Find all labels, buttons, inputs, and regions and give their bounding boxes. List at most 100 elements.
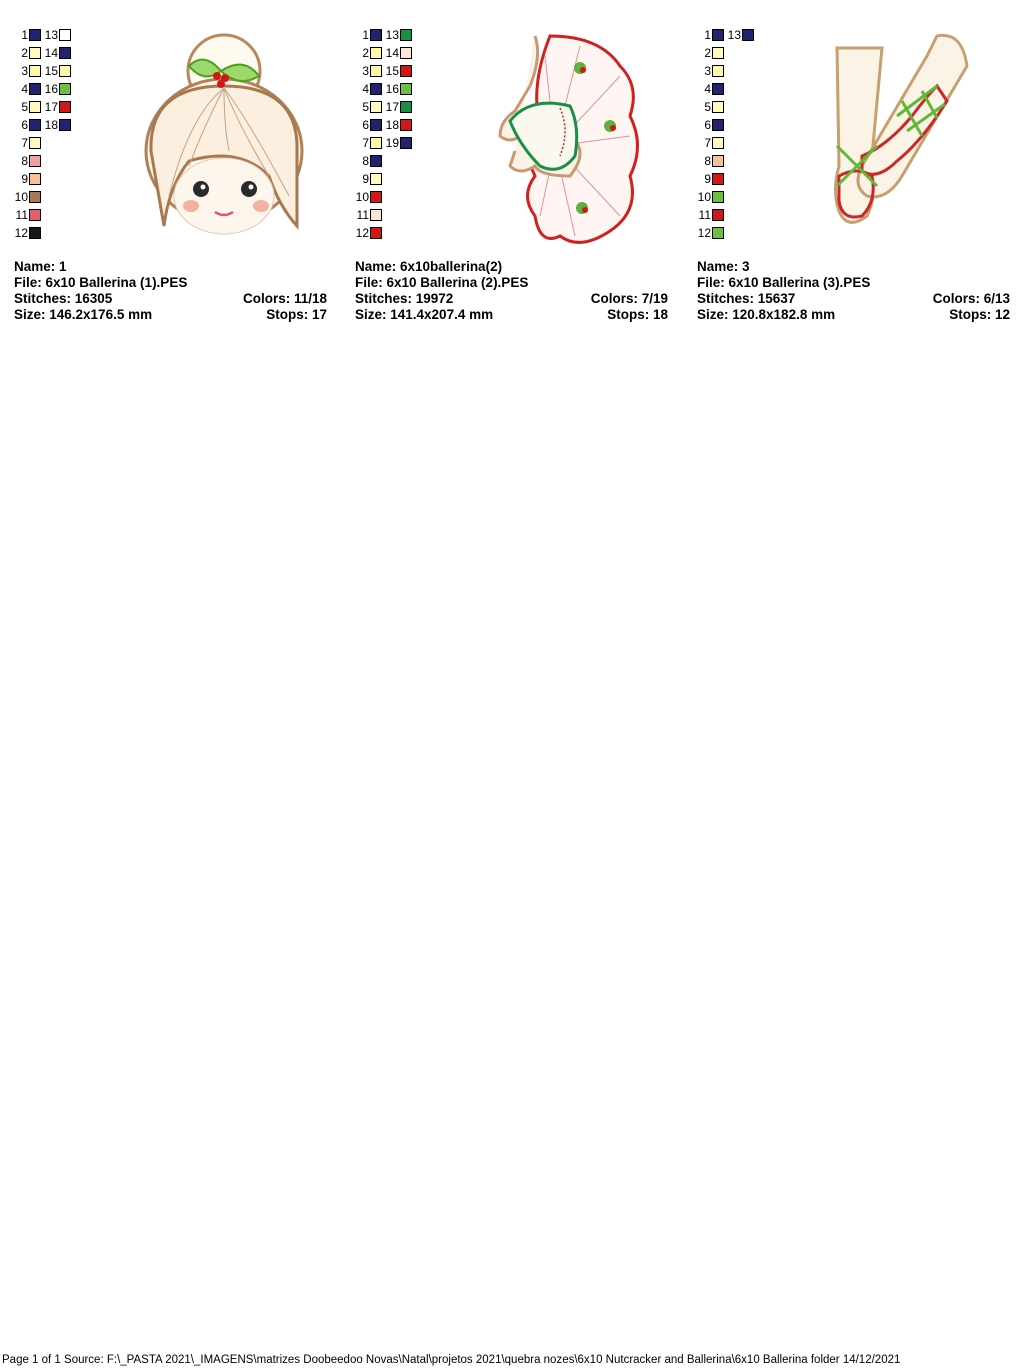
- color-count: Colors: 7/19: [590, 291, 668, 306]
- color-number: 18: [44, 118, 58, 132]
- color-number: 19: [385, 136, 399, 150]
- color-number: 14: [44, 46, 58, 60]
- color-number: 1: [704, 28, 711, 42]
- design-name: Name: 3: [697, 259, 750, 274]
- color-number: 2: [21, 46, 28, 60]
- legend-row: 12: [14, 224, 74, 242]
- legend-row: 7: [14, 134, 74, 152]
- color-swatch: [29, 191, 41, 203]
- stop-count: Stops: 17: [266, 307, 327, 322]
- color-swatch: [29, 29, 41, 41]
- legend-row: 12: [355, 224, 415, 242]
- color-number: 3: [704, 64, 711, 78]
- legend-row: 5: [697, 98, 757, 116]
- stop-count: Stops: 12: [949, 307, 1010, 322]
- color-number: 9: [21, 172, 28, 186]
- legend-row: 3 15: [355, 62, 415, 80]
- color-number: 2: [704, 46, 711, 60]
- stitch-count: Stitches: 19972: [355, 291, 454, 306]
- legend-row: 11: [355, 206, 415, 224]
- color-swatch: [712, 47, 724, 59]
- legend-row: 8: [697, 152, 757, 170]
- legend-row: 9: [697, 170, 757, 188]
- legend-row: 8: [14, 152, 74, 170]
- color-swatch: [59, 119, 71, 131]
- color-number: 2: [362, 46, 369, 60]
- color-number: 11: [15, 208, 28, 222]
- color-number: 13: [727, 28, 741, 42]
- design-name: Name: 6x10ballerina(2): [355, 259, 503, 274]
- color-swatch: [370, 173, 382, 185]
- design-info: Name: 1 File: 6x10 Ballerina (1).PES Sti…: [14, 259, 327, 323]
- design-file: File: 6x10 Ballerina (2).PES: [355, 275, 529, 290]
- color-swatch: [370, 209, 382, 221]
- color-count: Colors: 6/13: [932, 291, 1010, 306]
- color-number: 17: [44, 100, 58, 114]
- color-number: 3: [362, 64, 369, 78]
- design-file: File: 6x10 Ballerina (1).PES: [14, 275, 188, 290]
- color-swatch: [712, 191, 724, 203]
- legend-row: 4: [697, 80, 757, 98]
- page-footer: Page 1 of 1 Source: F:\_PASTA 2021\_IMAG…: [2, 1354, 901, 1366]
- color-swatch: [370, 227, 382, 239]
- color-number: 9: [704, 172, 711, 186]
- stop-count: Stops: 18: [607, 307, 668, 322]
- color-number: 10: [697, 190, 711, 204]
- design-info: Name: 3 File: 6x10 Ballerina (3).PES Sti…: [697, 259, 1010, 323]
- legend-row: 1 13: [697, 26, 757, 44]
- ballet-shoes-embroidery: [834, 33, 969, 224]
- color-number: 10: [14, 190, 28, 204]
- ballerina-tutu-embroidery: [498, 34, 639, 244]
- color-number: 15: [44, 64, 58, 78]
- color-number: 3: [21, 64, 28, 78]
- color-number: 12: [697, 226, 711, 240]
- color-number: 10: [355, 190, 369, 204]
- color-swatch: [370, 155, 382, 167]
- color-swatch: [59, 101, 71, 113]
- color-number: 8: [362, 154, 369, 168]
- color-number: 1: [21, 28, 28, 42]
- design-name: Name: 1: [14, 259, 67, 274]
- color-number: 12: [355, 226, 369, 240]
- color-swatch: [400, 65, 412, 77]
- color-number: 8: [21, 154, 28, 168]
- color-swatch: [370, 47, 382, 59]
- legend-row: 10: [697, 188, 757, 206]
- color-number: 6: [704, 118, 711, 132]
- color-swatch: [370, 119, 382, 131]
- color-number: 4: [704, 82, 711, 96]
- design-file: File: 6x10 Ballerina (3).PES: [697, 275, 871, 290]
- design-info: Name: 6x10ballerina(2) File: 6x10 Baller…: [355, 259, 668, 323]
- color-swatch: [742, 29, 754, 41]
- color-swatch: [400, 47, 412, 59]
- legend-row: 8: [355, 152, 415, 170]
- color-swatch: [29, 47, 41, 59]
- color-number: 14: [385, 46, 399, 60]
- color-swatch: [29, 119, 41, 131]
- color-number: 7: [21, 136, 28, 150]
- color-swatch: [712, 155, 724, 167]
- color-number: 18: [385, 118, 399, 132]
- color-number: 13: [44, 28, 58, 42]
- legend-row: 2 14: [355, 44, 415, 62]
- color-number: 15: [385, 64, 399, 78]
- color-number: 13: [385, 28, 399, 42]
- color-number: 6: [362, 118, 369, 132]
- color-swatch: [29, 137, 41, 149]
- color-swatch: [59, 47, 71, 59]
- color-number: 11: [356, 208, 369, 222]
- color-swatch: [29, 209, 41, 221]
- legend-row: 11: [14, 206, 74, 224]
- color-number: 16: [44, 82, 58, 96]
- design-size: Size: 146.2x176.5 mm: [14, 307, 153, 322]
